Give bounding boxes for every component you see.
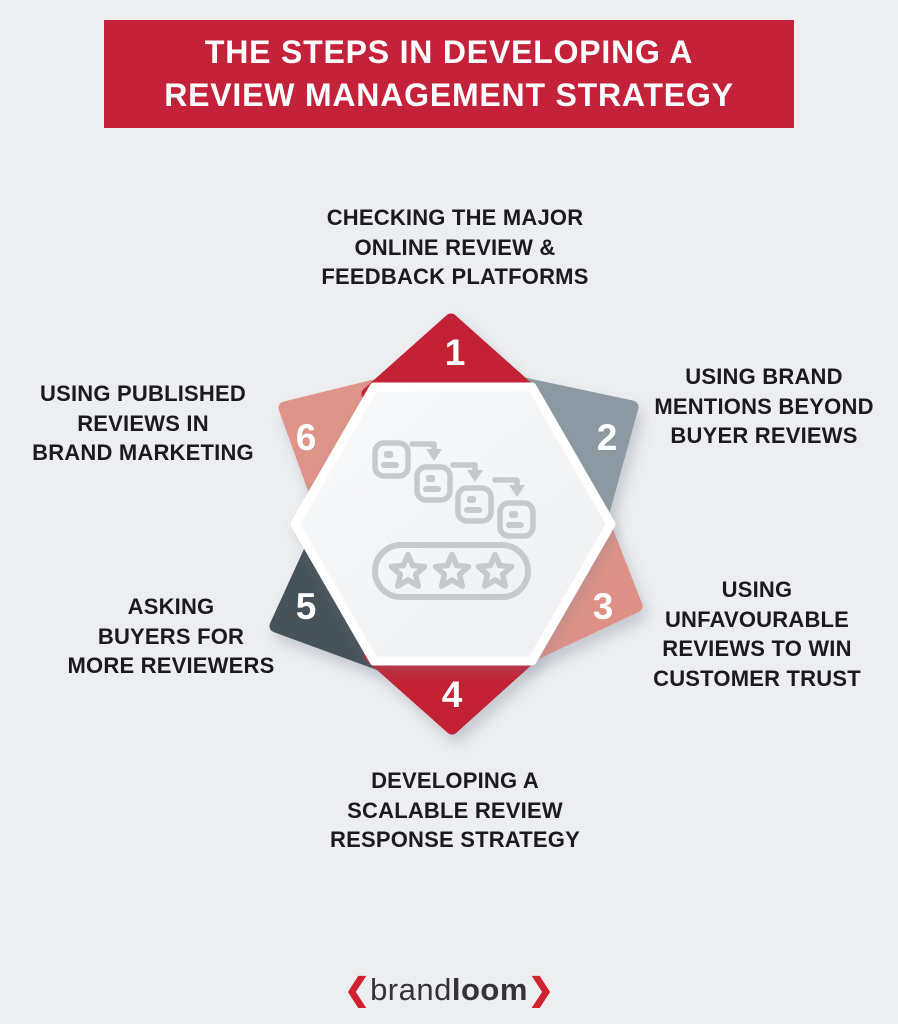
arrow-icon — [450, 462, 478, 474]
arrow-icon — [409, 441, 437, 453]
step-label-4: DEVELOPING A SCALABLE REVIEW RESPONSE ST… — [330, 768, 580, 852]
step-label-5: ASKING BUYERS FOR MORE REVIEWERS — [67, 594, 275, 678]
star-icon — [475, 551, 515, 589]
logo-text-brand: brand — [370, 972, 452, 1007]
title-banner: THE STEPS IN DEVELOPING A REVIEW MANAGEM… — [104, 20, 794, 128]
step-label-6: USING PUBLISHED REVIEWS IN BRAND MARKETI… — [32, 381, 254, 465]
star-icon — [432, 551, 472, 589]
step-label-1: CHECKING THE MAJOR ONLINE REVIEW & FEEDB… — [321, 205, 589, 289]
review-cards-with-three-star-rating-icon — [372, 440, 536, 600]
logo-text-loom: loom — [451, 972, 528, 1007]
step-number-5: 5 — [295, 586, 317, 627]
step-label-2: USING BRAND MENTIONS BEYOND BUYER REVIEW… — [654, 364, 874, 448]
step-number-4: 4 — [441, 674, 463, 715]
logo-right-bracket-icon: ❯ — [527, 972, 554, 1007]
title-line-2: REVIEW MANAGEMENT STRATEGY — [164, 77, 734, 113]
arrow-heads — [426, 449, 525, 497]
review-card-icon — [455, 485, 494, 524]
arrow-icon — [492, 477, 520, 489]
review-card-icon — [414, 464, 453, 503]
rating-pill-icon — [372, 542, 531, 600]
step-number-6: 6 — [295, 417, 317, 458]
brandloom-logo: ❮brandloom❯ — [0, 972, 898, 1008]
step-number-2: 2 — [596, 417, 618, 458]
step-label-3: USING UNFAVOURABLE REVIEWS TO WIN CUSTOM… — [653, 577, 861, 691]
title-line-1: THE STEPS IN DEVELOPING A — [204, 34, 694, 70]
review-card-icon — [497, 500, 536, 539]
review-card-icon — [372, 440, 411, 479]
card-content-marks — [381, 451, 524, 528]
step-number-1: 1 — [444, 332, 466, 373]
logo-left-bracket-icon: ❮ — [344, 972, 371, 1007]
star-icon — [388, 551, 428, 589]
step-number-3: 3 — [592, 586, 614, 627]
